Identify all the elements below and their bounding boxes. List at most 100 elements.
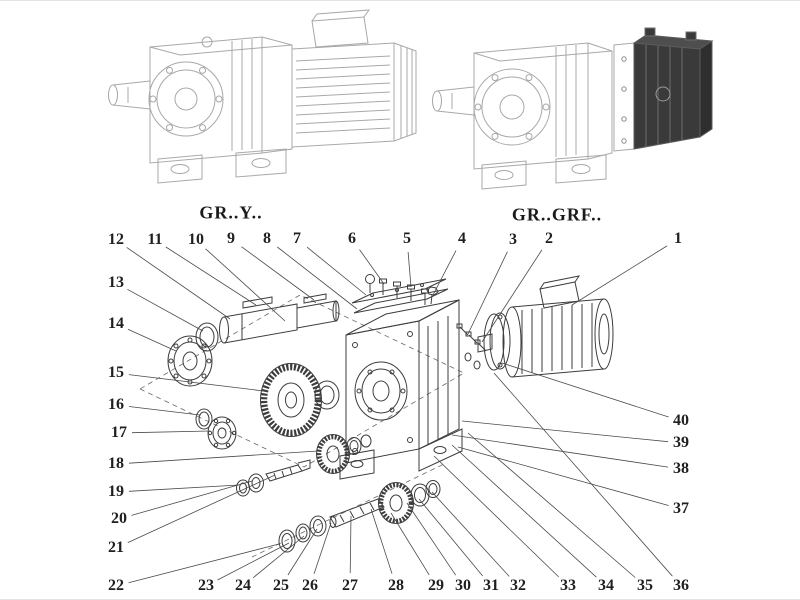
callout-35: 35	[637, 577, 653, 594]
mid-bearing-drawing	[314, 380, 340, 410]
figure-label-gr-y: GR..Y..	[199, 202, 263, 223]
figure-gr-y-drawing	[108, 9, 417, 184]
callout-34: 34	[598, 577, 614, 594]
callout-30: 30	[455, 577, 471, 594]
leader-line-22	[128, 543, 280, 584]
leader-line-1	[571, 245, 668, 306]
callout-17: 17	[111, 424, 127, 441]
callout-26: 26	[302, 577, 318, 594]
callout-27: 27	[342, 577, 358, 594]
callout-6: 6	[348, 230, 356, 247]
leader-line-10	[205, 248, 286, 322]
callout-28: 28	[388, 577, 404, 594]
callout-36: 36	[673, 577, 689, 594]
leader-line-24	[252, 535, 305, 579]
figure-label-gr-grf: GR..GRF..	[511, 204, 603, 225]
callout-5: 5	[403, 230, 411, 247]
callout-9: 9	[227, 230, 235, 247]
callout-37: 37	[673, 500, 689, 517]
leader-line-26	[313, 522, 332, 574]
shaft-keys-drawing	[242, 293, 327, 309]
callout-23: 23	[198, 577, 214, 594]
leader-lines	[126, 245, 673, 584]
leader-line-20	[131, 480, 253, 516]
callout-15: 15	[108, 364, 124, 381]
leader-line-39	[461, 420, 669, 443]
leader-line-37	[457, 446, 669, 506]
leader-line-16	[128, 406, 201, 416]
oil-seal-drawing	[195, 322, 219, 352]
callout-24: 24	[235, 577, 251, 594]
callout-16: 16	[108, 396, 124, 413]
leader-line-4	[432, 250, 457, 296]
pinion-parts-drawing	[236, 459, 311, 497]
motor-drawing	[477, 275, 614, 378]
leader-line-31	[418, 498, 484, 577]
callout-22: 22	[108, 577, 124, 594]
callout-1: 1	[674, 230, 682, 247]
leader-line-8	[277, 246, 358, 310]
callout-14: 14	[108, 315, 124, 332]
callout-3: 3	[509, 231, 517, 248]
leader-line-17	[131, 430, 211, 434]
callout-7: 7	[293, 230, 301, 247]
callout-25: 25	[273, 577, 289, 594]
bearing-2-drawing	[207, 416, 237, 450]
leader-line-11	[165, 246, 257, 306]
callout-18: 18	[108, 455, 124, 472]
callout-19: 19	[108, 483, 124, 500]
output-shaft-drawing	[219, 300, 340, 344]
leader-line-25	[287, 528, 318, 576]
spacer-drawing	[195, 408, 213, 430]
leader-line-3	[467, 251, 508, 335]
leader-line-40	[501, 362, 669, 418]
callout-12: 12	[108, 231, 124, 248]
leader-line-28	[370, 508, 393, 574]
callout-31: 31	[483, 577, 499, 594]
leader-line-19	[128, 484, 240, 492]
input-shaft-assembly-drawing	[278, 480, 441, 553]
callout-33: 33	[560, 577, 576, 594]
leader-line-14	[127, 328, 177, 352]
leader-line-7	[306, 246, 367, 296]
leader-line-12	[126, 247, 231, 320]
callout-8: 8	[263, 230, 271, 247]
top-fasteners-drawing	[365, 274, 439, 305]
leader-line-21	[127, 474, 276, 543]
leader-line-15	[128, 374, 265, 392]
leader-line-2	[481, 249, 543, 343]
gear-housing-drawing	[339, 299, 463, 480]
callout-2: 2	[545, 230, 553, 247]
figure-gr-grf-drawing	[432, 42, 635, 190]
leader-line-29	[390, 512, 430, 576]
input-cover-block	[632, 27, 714, 150]
large-gear-drawing	[260, 363, 322, 437]
callout-13: 13	[108, 274, 124, 291]
construction-dashed-lines	[139, 294, 465, 558]
callout-21: 21	[108, 539, 124, 556]
callout-11: 11	[147, 231, 163, 248]
leader-line-32	[431, 491, 510, 577]
callout-20: 20	[111, 510, 127, 527]
leader-line-35	[467, 432, 636, 578]
leader-line-13	[127, 288, 204, 332]
leader-line-34	[451, 444, 597, 578]
callout-29: 29	[428, 577, 444, 594]
leader-line-33	[433, 455, 559, 578]
callout-4: 4	[458, 230, 466, 247]
callout-38: 38	[673, 460, 689, 477]
leader-line-9	[241, 246, 315, 301]
leader-line-23	[217, 542, 290, 581]
leader-line-36	[493, 372, 673, 577]
leader-line-18	[128, 450, 319, 464]
leader-line-30	[406, 502, 457, 576]
leader-line-5	[407, 251, 412, 288]
leader-line-38	[451, 434, 669, 468]
intermediate-gear-drawing	[316, 434, 372, 474]
callout-40: 40	[673, 412, 689, 429]
leader-line-27	[349, 515, 352, 574]
motor-studs-drawing	[456, 323, 487, 370]
leader-line-6	[359, 249, 385, 285]
